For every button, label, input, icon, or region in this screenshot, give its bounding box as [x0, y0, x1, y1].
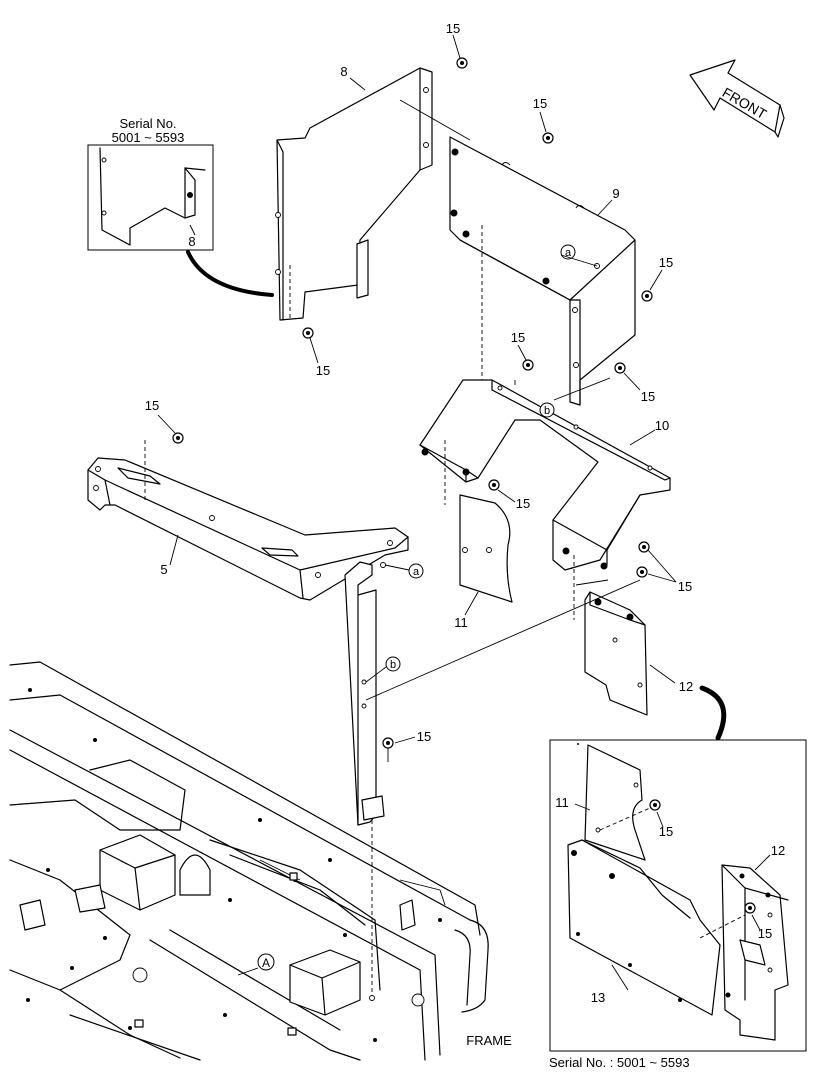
- bolt-6: [614, 362, 626, 374]
- inset-bolt-a: [649, 799, 661, 811]
- part-11-panel: [459, 494, 513, 603]
- inset-part-8: 8: [188, 234, 195, 249]
- bolt-label-8: 15: [516, 496, 530, 511]
- bolt-label-6: 15: [641, 389, 655, 404]
- connection-markers: [257, 244, 598, 971]
- mark-a-lower: a: [413, 566, 420, 578]
- label-9: 9: [612, 186, 619, 201]
- part-5-support: [87, 440, 409, 1001]
- part-8-panel: [275, 67, 433, 321]
- bolt-9: [638, 541, 650, 553]
- inset-label-11: 11: [555, 795, 569, 810]
- bolt-2: [542, 132, 554, 144]
- frame-label: FRAME: [466, 1033, 512, 1048]
- bolt-label-10: 15: [417, 729, 431, 744]
- inset-serial-line2: 5001 ~ 5593: [112, 130, 185, 145]
- bolt-1: [456, 57, 468, 69]
- part-9-panel: [449, 136, 636, 406]
- mark-b-lower: b: [390, 659, 396, 671]
- inset-bolt-b: [744, 902, 756, 914]
- bolt-fasteners: [172, 57, 653, 762]
- inset-label-12: 12: [771, 843, 785, 858]
- label-10: 10: [655, 418, 669, 433]
- label-8: 8: [340, 64, 347, 79]
- part-12-panel: [584, 591, 648, 716]
- inset-label-15b: 15: [758, 926, 772, 941]
- bolt-11: [382, 737, 394, 749]
- leader-lines: [157, 34, 677, 976]
- bolt-label-9: 15: [678, 579, 692, 594]
- bolt-3: [641, 290, 653, 302]
- front-arrow: [689, 59, 785, 138]
- inset-top: [87, 144, 274, 297]
- labels: Serial No. 5001 ~ 5593 8 8 9 10 11 12 5 …: [112, 21, 786, 1070]
- bolt-label-3: 15: [659, 255, 673, 270]
- bolt-8: [488, 479, 500, 491]
- label-11: 11: [454, 615, 468, 630]
- label-12: 12: [679, 679, 693, 694]
- bolt-label-2: 15: [533, 96, 547, 111]
- inset-label-13: 13: [591, 990, 605, 1005]
- inset-serial-line1: Serial No.: [119, 116, 176, 131]
- frame: [9, 661, 489, 1061]
- bolt-label-5: 15: [511, 330, 525, 345]
- mark-b-upper: b: [544, 405, 550, 417]
- bolt-4: [302, 327, 314, 339]
- bolt-5: [522, 359, 534, 371]
- bolt-label-1: 15: [446, 21, 460, 36]
- inset-label-15a: 15: [659, 824, 673, 839]
- inset-bottom: [549, 685, 807, 1052]
- label-5: 5: [160, 562, 167, 577]
- bolt-label-7: 15: [145, 398, 159, 413]
- bolt-7: [172, 432, 184, 444]
- part-10-cover: [419, 379, 671, 620]
- bolt-10: [636, 566, 648, 578]
- mark-a-upper: a: [565, 247, 572, 259]
- bolt-label-4: 15: [316, 363, 330, 378]
- detail-marker-a: A: [262, 956, 270, 970]
- inset-serial: Serial No. : 5001 ~ 5593: [549, 1055, 690, 1070]
